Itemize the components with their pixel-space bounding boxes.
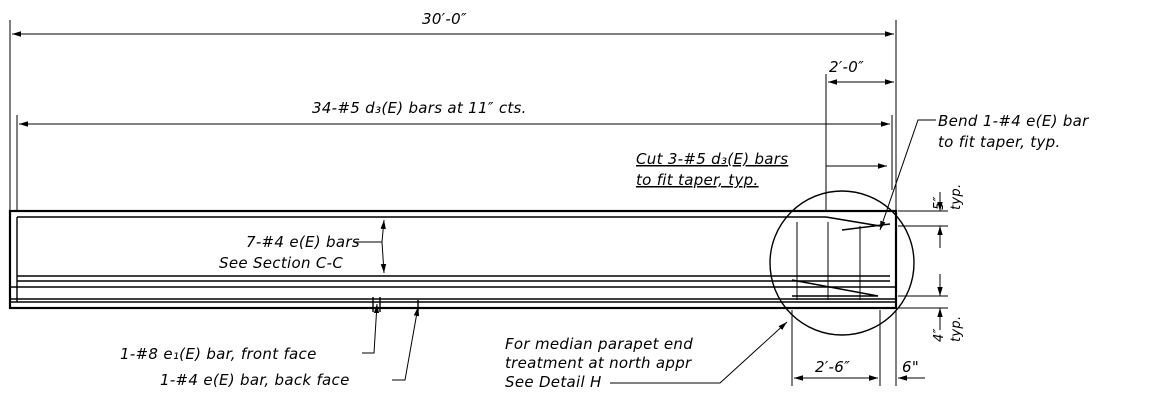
d3-bars-dimension: 34-#5 d₃(E) bars at 11″ cts. xyxy=(16,99,893,210)
median-note-line1: For median parapet end xyxy=(505,335,693,353)
taper-top-dimension: 2′-0″ xyxy=(825,58,894,210)
back-face-note: 1-#4 e(E) bar, back face xyxy=(160,306,420,389)
front-face-note: 1-#8 e₁(E) bar, front face xyxy=(120,303,380,363)
e-bars-note: 7-#4 e(E) bars See Section C-C xyxy=(219,219,387,274)
e-bars-leader-down xyxy=(380,241,387,274)
front-face-leader xyxy=(362,303,380,354)
bottom-typ-dimension: 4″ typ. xyxy=(898,274,964,342)
parapet-outline xyxy=(8,209,898,310)
e-bars-leader-up xyxy=(380,219,386,243)
median-note-line3: See Detail H xyxy=(505,373,602,391)
taper-top-dim-text: 2′-0″ xyxy=(829,58,864,76)
median-note: For median parapet end treatment at nort… xyxy=(505,321,788,391)
back-face-label: 1-#4 e(E) bar, back face xyxy=(160,371,350,389)
cut-note-line1: Cut 3-#5 d₃(E) bars xyxy=(636,150,788,168)
bend-note-leader xyxy=(879,119,936,231)
overall-dim-text: 30′-0″ xyxy=(422,10,467,28)
bend-note-line2: to fit taper, typ. xyxy=(938,133,1061,151)
cut-note: Cut 3-#5 d₃(E) bars to fit taper, typ. xyxy=(636,150,887,189)
taper-detail xyxy=(769,190,915,336)
top-typ-value: 5″ xyxy=(932,196,947,210)
end-dim-text: 6" xyxy=(902,358,919,376)
taper-top-line xyxy=(841,223,891,231)
bottom-dimensions: 2′-6″ 6" xyxy=(791,310,925,386)
median-note-leader xyxy=(610,321,788,384)
parapet-body xyxy=(8,209,898,314)
top-typ-label: typ. xyxy=(949,184,964,210)
bottom-typ-value: 4″ xyxy=(932,328,947,342)
front-face-label: 1-#8 e₁(E) bar, front face xyxy=(120,345,317,363)
taper-bottom-dim-text: 2′-6″ xyxy=(815,358,850,376)
top-typ-dimension: 5″ typ. xyxy=(898,184,964,248)
taper-bottom-wedge xyxy=(791,279,879,297)
cut-note-line2: to fit taper, typ. xyxy=(636,171,759,189)
bend-note: Bend 1-#4 e(E) bar to fit taper, typ. xyxy=(879,112,1089,231)
bottom-typ-label: typ. xyxy=(949,316,964,342)
bend-note-line1: Bend 1-#4 e(E) bar xyxy=(938,112,1089,130)
d3-bars-label: 34-#5 d₃(E) bars at 11″ cts. xyxy=(312,99,527,117)
median-note-line2: treatment at north appr xyxy=(505,354,692,372)
overall-dimension: 30′-0″ xyxy=(9,10,897,210)
detail-circle xyxy=(769,190,915,336)
top-bar-taper xyxy=(825,216,881,227)
back-face-leader xyxy=(392,306,420,381)
e-bars-line2: See Section C-C xyxy=(219,254,343,272)
e-bars-line1: 7-#4 e(E) bars xyxy=(246,233,360,251)
